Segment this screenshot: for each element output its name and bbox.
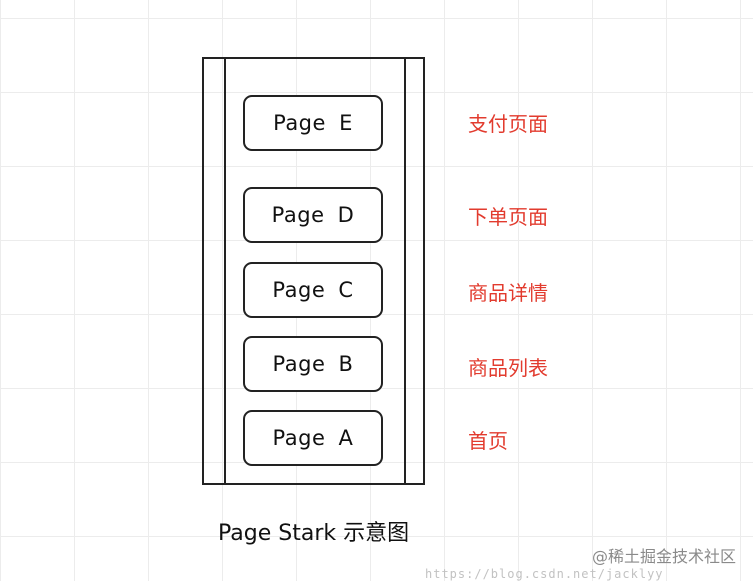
page-description-d: 下单页面 — [468, 205, 548, 229]
page-box-e: Page E — [243, 95, 383, 151]
page-label: Page B — [272, 352, 354, 376]
page-label: Page D — [271, 203, 355, 227]
page-box-c: Page C — [243, 262, 383, 318]
page-box-d: Page D — [243, 187, 383, 243]
page-description-a: 首页 — [468, 429, 508, 453]
page-box-a: Page A — [243, 410, 383, 466]
page-label: Page E — [273, 111, 353, 135]
page-label: Page C — [272, 278, 354, 302]
page-description-e: 支付页面 — [468, 112, 548, 136]
stack-right-rail — [404, 59, 406, 483]
page-description-c: 商品详情 — [468, 281, 548, 305]
page-label: Page A — [272, 426, 354, 450]
watermark-url: https://blog.csdn.net/jacklyy — [425, 567, 664, 581]
page-stack — [202, 57, 425, 485]
page-box-b: Page B — [243, 336, 383, 392]
page-description-b: 商品列表 — [468, 356, 548, 380]
diagram-caption: Page Stark 示意图 — [218, 521, 410, 546]
stack-left-rail — [224, 59, 226, 483]
watermark-community: @稀土掘金技术社区 — [592, 547, 737, 566]
